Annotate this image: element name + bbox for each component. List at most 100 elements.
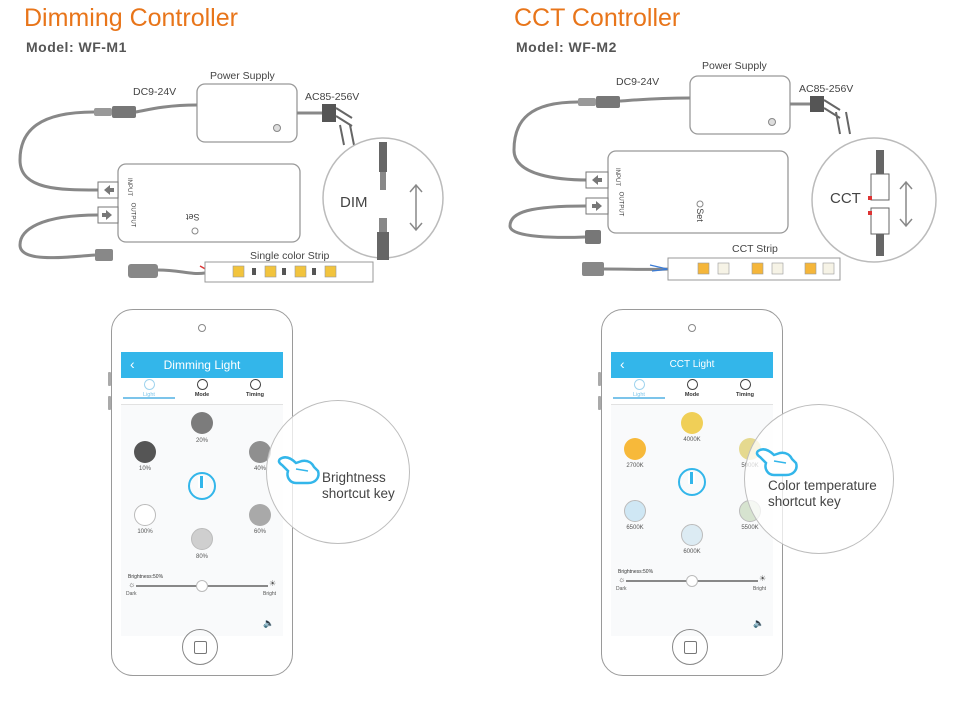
preset-40[interactable] <box>249 441 271 463</box>
sun-icon: ☼ <box>618 575 626 584</box>
app-title: Dimming Light <box>163 358 241 372</box>
preset-80[interactable] <box>191 528 213 550</box>
preset-10[interactable] <box>134 441 156 463</box>
dc-input-label: DC9-24V <box>133 86 177 98</box>
callout-text: Color temperature shortcut key <box>768 478 877 510</box>
brightness-slider-thumb[interactable] <box>196 580 208 592</box>
bright-label: Bright <box>263 591 277 597</box>
output-cable <box>18 213 99 260</box>
alarm-clock-icon <box>739 379 751 390</box>
set-button <box>696 200 704 208</box>
phone-side-button <box>108 396 111 410</box>
model-label: Model: WF-M2 <box>516 39 617 55</box>
callout-text: Brightness shortcut key <box>322 470 395 502</box>
output-port-label: OUTPUT <box>617 191 624 217</box>
preset-label: 10% <box>138 466 151 472</box>
phone: ‹ Dimming Light Light Mode Timing <box>108 309 293 676</box>
tab-mode[interactable]: Mode <box>176 379 228 398</box>
power-supply-label: Power Supply <box>702 60 767 72</box>
camera-dot <box>688 324 696 332</box>
phone-side-button <box>598 372 601 386</box>
back-chevron-icon[interactable]: ‹ <box>620 356 625 372</box>
preset-2700k[interactable] <box>624 438 646 460</box>
callout-line: shortcut key <box>322 486 395 501</box>
home-button[interactable] <box>182 629 218 665</box>
panel-title: CCT Controller <box>514 4 681 32</box>
dark-label: Dark <box>126 591 137 597</box>
home-square <box>684 641 697 654</box>
phone-side-button <box>598 396 601 410</box>
preset-label: 80% <box>195 554 208 560</box>
tab-light[interactable]: Light <box>613 379 665 399</box>
tab-label: Mode <box>194 392 210 398</box>
panel-title: Dimming Controller <box>24 4 238 32</box>
hand-pointer-icon <box>755 448 798 477</box>
home-square <box>194 641 207 654</box>
controller-box <box>607 150 789 234</box>
app-title: CCT Light <box>669 359 715 370</box>
brightness-label: Brightness:50% <box>128 574 164 580</box>
tab-mode[interactable]: Mode <box>666 379 718 398</box>
preset-label: 5500K <box>741 525 759 531</box>
tab-bar: Light Mode Timing <box>611 378 773 405</box>
power-supply-box <box>196 83 298 143</box>
ac-plug-pins <box>823 99 851 135</box>
callout-line: Brightness <box>322 470 386 485</box>
power-button[interactable] <box>188 472 216 500</box>
controller-box <box>117 163 301 243</box>
mode-icon <box>196 379 208 390</box>
strip-wires <box>157 268 206 275</box>
tab-light[interactable]: Light <box>123 379 175 399</box>
strip-leds-warm <box>697 262 817 275</box>
preset-6500k[interactable] <box>624 500 646 522</box>
strip-label: CCT Strip <box>732 243 778 255</box>
tab-label: Timing <box>246 392 264 398</box>
preset-label: 6500K <box>626 525 644 531</box>
ac-plug <box>810 96 824 112</box>
dc-jack-top <box>596 96 620 108</box>
preset-label: 100% <box>137 529 153 535</box>
bulb-icon <box>143 379 155 390</box>
ac-plug <box>322 104 336 122</box>
power-button[interactable] <box>678 468 706 496</box>
cct-controller-panel: CCT Controller Model: WF-M2 <box>490 0 960 705</box>
tab-underline <box>613 397 665 399</box>
model-label: Model: WF-M1 <box>26 39 127 55</box>
output-connector <box>585 230 601 244</box>
back-chevron-icon[interactable]: ‹ <box>130 356 135 372</box>
dc-input-label: DC9-24V <box>616 76 660 88</box>
preset-label: 4000K <box>683 437 701 443</box>
dc-jack-top <box>112 106 136 118</box>
preset-100[interactable] <box>134 504 156 526</box>
alarm-clock-icon <box>249 379 261 390</box>
plug-type-label: DIM <box>340 194 368 211</box>
wiring-diagram <box>18 83 444 283</box>
tab-timing[interactable]: Timing <box>229 379 281 398</box>
preset-label: 60% <box>253 529 266 535</box>
tab-timing[interactable]: Timing <box>719 379 771 398</box>
dimming-controller-panel: Dimming Controller Model: WF-M1 <box>18 4 444 676</box>
app-bar: ‹ CCT Light <box>611 352 773 378</box>
bulb-icon <box>633 379 645 390</box>
preset-label: 20% <box>195 438 208 444</box>
sun-icon: ☀ <box>759 574 767 583</box>
bright-label: Bright <box>753 586 767 592</box>
preset-20[interactable] <box>191 412 213 434</box>
wiring-diagram <box>508 75 937 281</box>
brightness-label: Brightness:50% <box>618 569 654 575</box>
app-bar: ‹ Dimming Light <box>121 352 283 378</box>
brightness-slider-thumb[interactable] <box>686 575 698 587</box>
phone-side-button <box>108 372 111 386</box>
power-supply-led <box>273 124 281 132</box>
callout-line: Color temperature <box>768 478 877 493</box>
preset-label: 6000K <box>683 549 701 555</box>
preset-6000k[interactable] <box>681 524 703 546</box>
speaker-icon[interactable]: 🔈 <box>263 618 275 628</box>
preset-60[interactable] <box>249 504 271 526</box>
dc-plug-top <box>578 98 596 106</box>
speaker-icon[interactable]: 🔈 <box>753 618 765 628</box>
preset-4000k[interactable] <box>681 412 703 434</box>
connect-arrow-icon <box>409 183 423 232</box>
set-button <box>191 227 199 235</box>
home-button[interactable] <box>672 629 708 665</box>
